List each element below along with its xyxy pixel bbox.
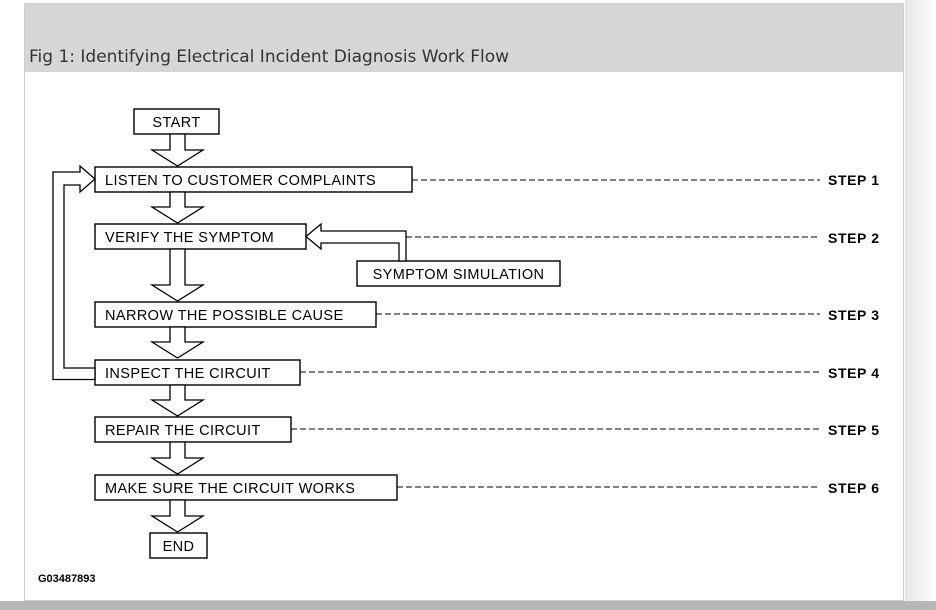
step6-box xyxy=(94,474,398,501)
step6-label: MAKE SURE THE CIRCUIT WORKS xyxy=(105,481,355,497)
caption-bar: Fig 1: Identifying Electrical Incident D… xyxy=(25,4,903,72)
step1-tag: STEP 1 xyxy=(828,172,880,188)
step2-box xyxy=(94,223,307,250)
step2-label: VERIFY THE SYMPTOM xyxy=(105,230,274,246)
end-box xyxy=(149,532,208,559)
arrow-step4-to-step5 xyxy=(149,384,206,417)
symptom-simulation-label: SYMPTOM SIMULATION xyxy=(373,267,545,283)
step5-label: REPAIR THE CIRCUIT xyxy=(105,423,261,439)
arrow-step1-to-step2 xyxy=(149,191,206,224)
step4-label: INSPECT THE CIRCUIT xyxy=(105,366,271,382)
arrow-simulation-to-step2 xyxy=(304,222,407,262)
figure-caption: Fig 1: Identifying Electrical Incident D… xyxy=(29,47,510,67)
step3-tag: STEP 3 xyxy=(828,307,880,323)
arrow-step5-to-step6 xyxy=(149,441,206,475)
symptom-simulation-box xyxy=(356,260,561,287)
step3-label: NARROW THE POSSIBLE CAUSE xyxy=(105,308,344,324)
bottom-bar xyxy=(0,601,936,610)
step2-tag: STEP 2 xyxy=(828,230,880,246)
step5-box xyxy=(94,416,292,443)
figure-code: G03487893 xyxy=(38,573,96,585)
right-shade xyxy=(905,0,936,601)
start-label: START xyxy=(152,115,200,131)
end-label: END xyxy=(163,539,195,555)
step4-box xyxy=(94,359,301,386)
arrow-step2-to-step3 xyxy=(149,248,206,302)
step4-tag: STEP 4 xyxy=(828,365,880,381)
step1-label: LISTEN TO CUSTOMER COMPLAINTS xyxy=(105,173,376,189)
arrow-loop-step4-to-step1 xyxy=(52,164,96,381)
step6-tag: STEP 6 xyxy=(828,480,880,496)
step5-tag: STEP 5 xyxy=(828,422,880,438)
arrow-step3-to-step4 xyxy=(149,326,206,359)
arrow-start-to-step1 xyxy=(149,133,206,167)
arrow-step6-to-end xyxy=(149,499,206,533)
